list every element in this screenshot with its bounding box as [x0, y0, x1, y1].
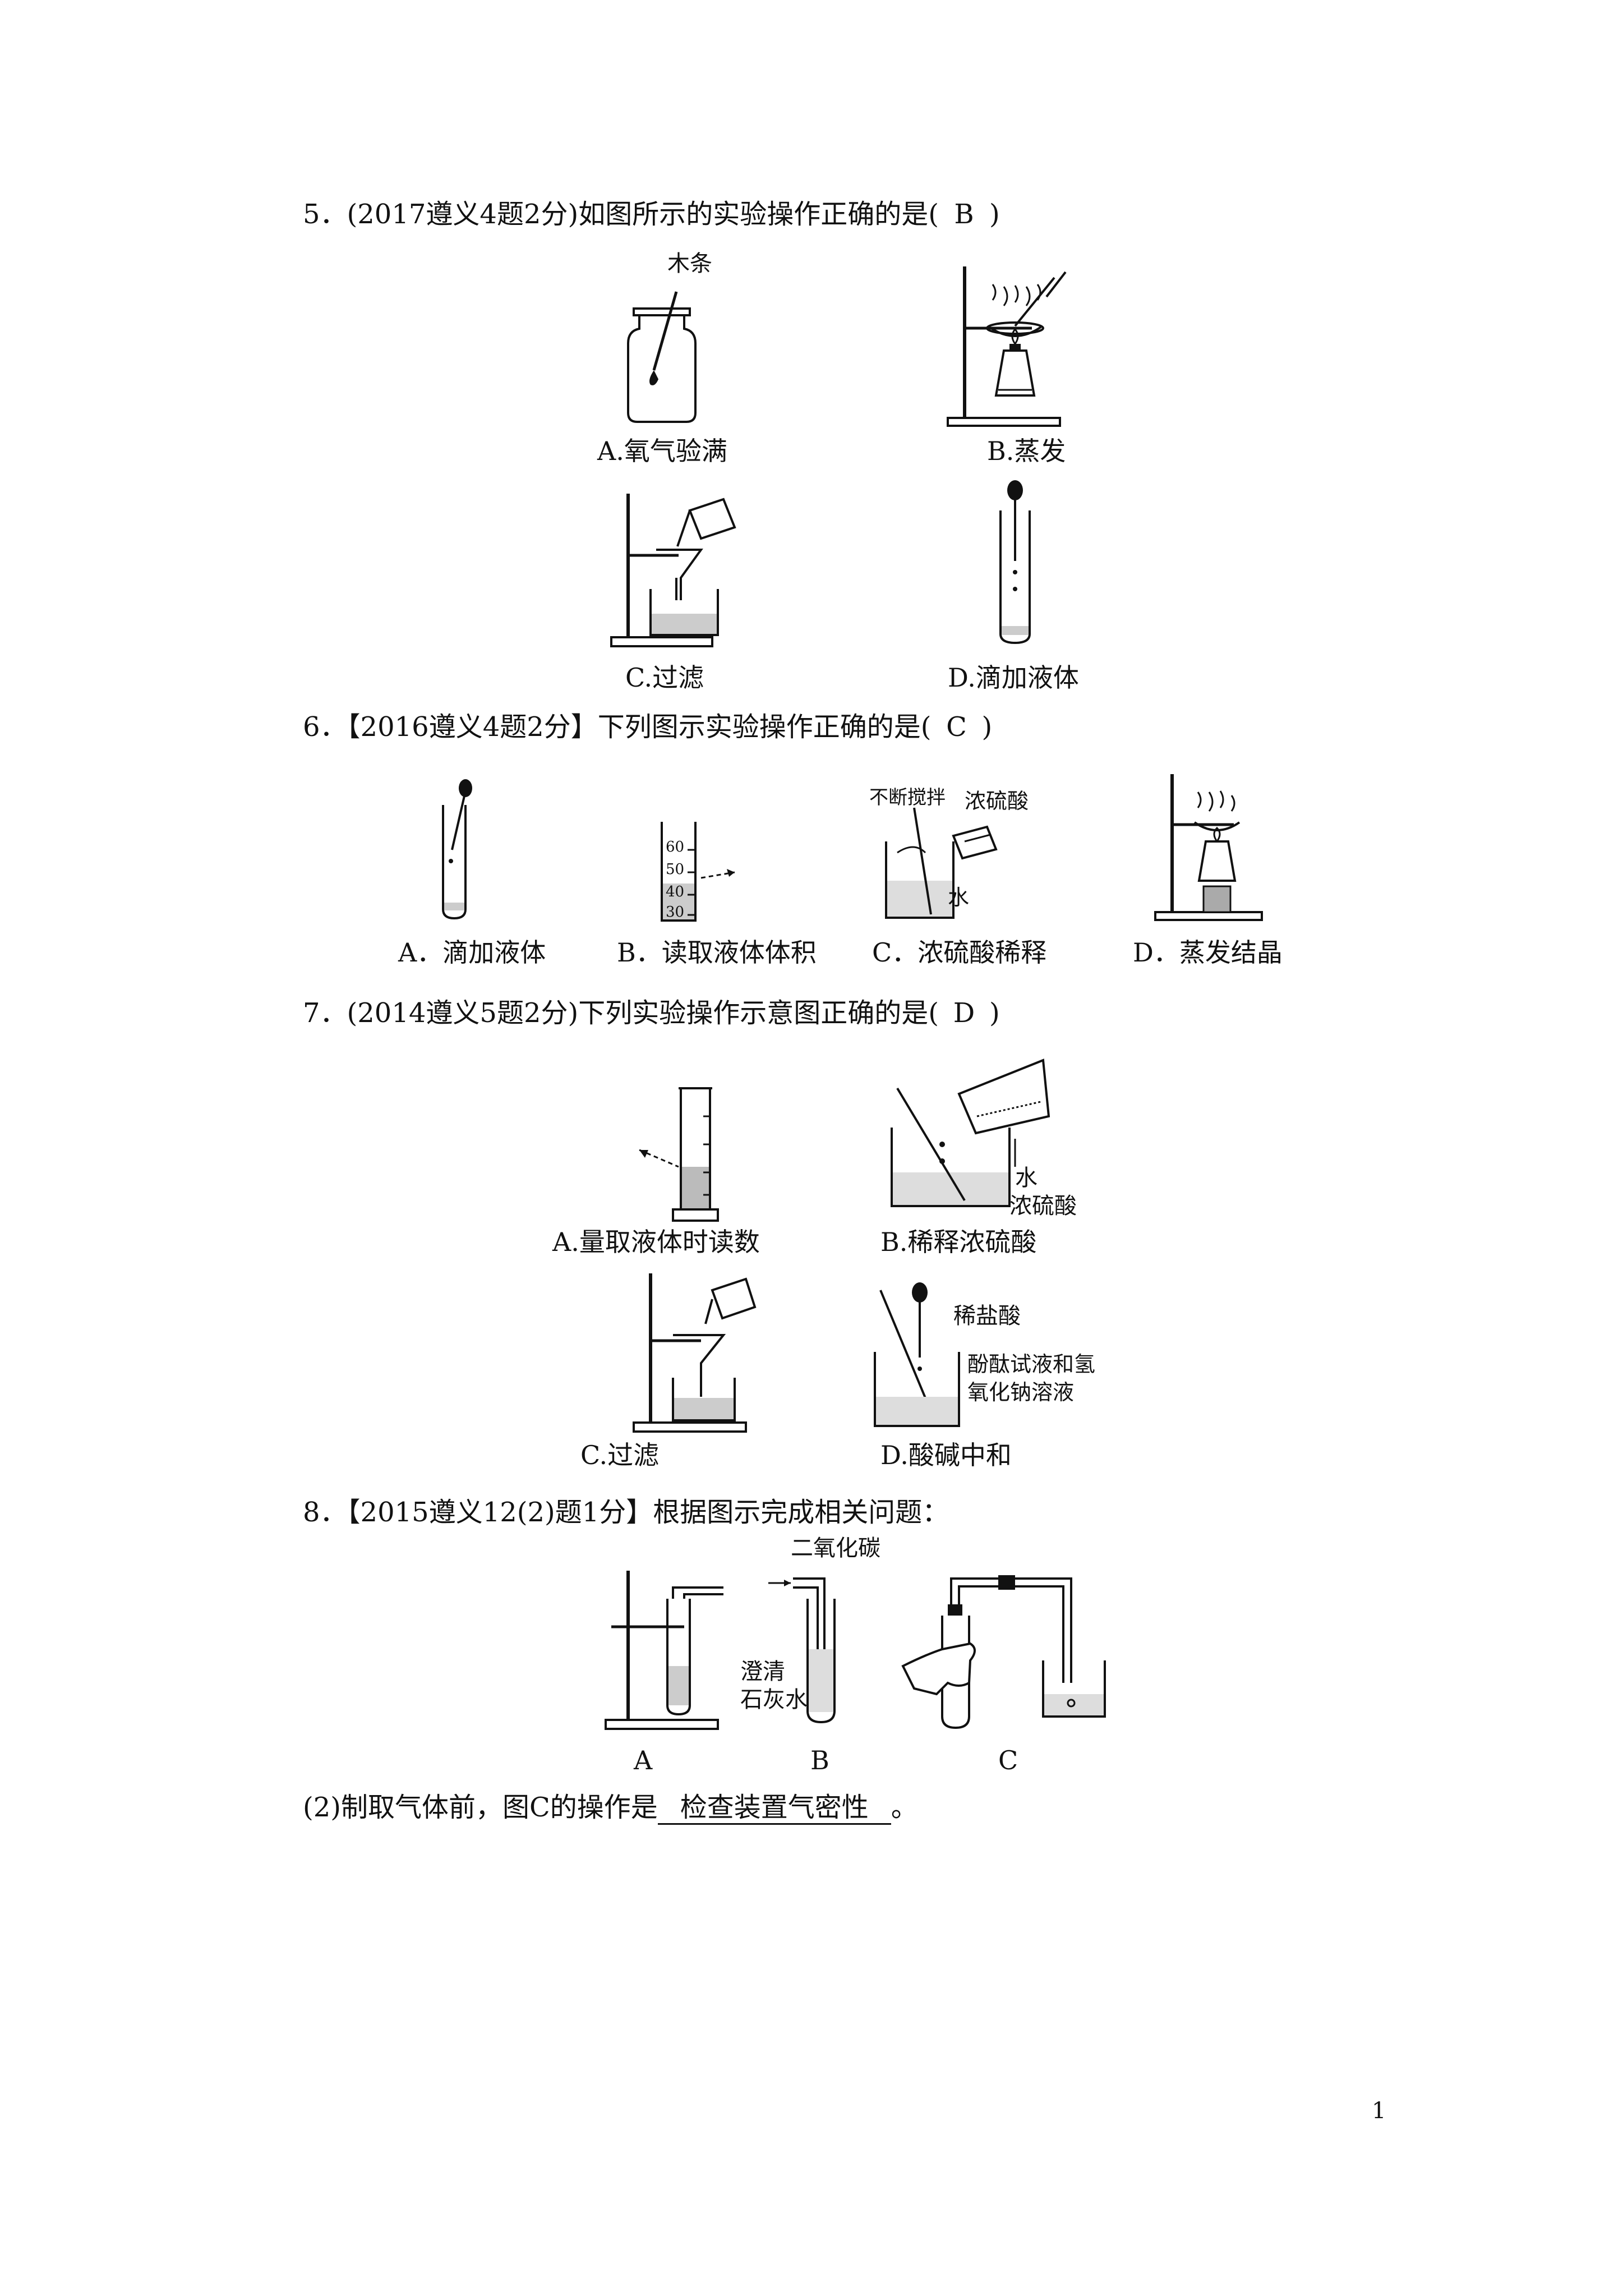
- q5-caption-a: A.氧气验满: [597, 436, 727, 466]
- q7-stem-text: 7．(2014遵义5题2分)下列实验操作示意图正确的是(: [303, 997, 939, 1029]
- q6-scale-60: 60: [666, 839, 685, 855]
- q8-sub-answer-blank: 检查装置气密性: [657, 1792, 891, 1825]
- q8-label-limewater-line2: 石灰水: [740, 1687, 808, 1713]
- q6-figure-b-cylinder: [651, 816, 763, 923]
- q6-label-water: 水: [948, 885, 970, 910]
- q6-caption-d: D．蒸发结晶: [1133, 937, 1283, 968]
- q7-label-water: 水: [1015, 1165, 1038, 1191]
- q6-figure-c-dilution: [880, 802, 1004, 926]
- q5-caption-c: C.过滤: [625, 662, 704, 693]
- q8-label-co2: 二氧化碳: [791, 1535, 880, 1561]
- q8-caption-a: A: [634, 1745, 653, 1775]
- q8-sub-prefix: (2)制取气体前，图C的操作是: [303, 1792, 658, 1823]
- q7-label-hcl: 稀盐酸: [953, 1303, 1021, 1329]
- q8-caption-c: C: [998, 1745, 1018, 1775]
- q5-answer: B: [954, 199, 974, 230]
- q6-scale-30: 30: [666, 904, 685, 921]
- q7-answer: D: [953, 997, 975, 1029]
- q6-figure-d-evaporation: [1150, 769, 1267, 926]
- q8-label-limewater-line1: 澄清: [740, 1659, 785, 1685]
- q7-caption-b: B.稀释浓硫酸: [880, 1227, 1037, 1257]
- q6-caption-c: C．浓硫酸稀释: [872, 937, 1047, 968]
- q6-label-stir: 不断搅拌: [869, 786, 946, 809]
- q7-figure-d-neutralization: [869, 1282, 970, 1436]
- q7-figure-a-cylinder: [634, 1083, 723, 1228]
- q8-figure-a: [600, 1565, 735, 1733]
- q6-stem-text: 6．【2016遵义4题2分】下列图示实验操作正确的是(: [303, 711, 932, 743]
- q5-caption-d: D.滴加液体: [948, 662, 1079, 693]
- q5-close: ): [989, 199, 1000, 230]
- q6-answer: C: [946, 711, 967, 743]
- q7-close: ): [989, 997, 1000, 1029]
- q5-caption-b: B.蒸发: [987, 436, 1066, 466]
- q7-stem: 7．(2014遵义5题2分)下列实验操作示意图正确的是( D): [303, 996, 1000, 1030]
- q7-caption-d: D.酸碱中和: [880, 1440, 1012, 1470]
- q6-caption-a: A．滴加液体: [398, 937, 546, 968]
- q8-figure-b: [768, 1571, 858, 1728]
- q5-label-splint: 木条: [667, 251, 712, 277]
- q6-figure-a-dropper: [432, 779, 472, 923]
- q7-caption-a: A.量取液体时读数: [552, 1227, 760, 1257]
- q5-stem: 5．(2017遵义4题2分)如图所示的实验操作正确的是( B): [303, 197, 1000, 231]
- q7-figure-b-dilution: [880, 1055, 1060, 1217]
- q8-caption-b: B: [810, 1745, 829, 1775]
- q7-label-mix-line1: 酚酞试液和氢: [967, 1352, 1096, 1377]
- q6-label-acid: 浓硫酸: [965, 789, 1029, 813]
- q6-close: ): [981, 711, 993, 743]
- q6-caption-b: B．读取液体体积: [617, 937, 817, 968]
- q5-figure-b-evaporation: [942, 261, 1110, 429]
- q6-scale-40: 40: [666, 884, 685, 900]
- q7-label-mix-line2: 氧化钠溶液: [967, 1380, 1075, 1405]
- q8-figure-c: [903, 1575, 1127, 1739]
- q5-figure-d-dropper: [993, 480, 1038, 645]
- q7-caption-c: C.过滤: [580, 1440, 660, 1470]
- page-number: 1: [1372, 2098, 1386, 2124]
- q7-figure-c-filtration: [628, 1268, 763, 1436]
- q5-figure-a-jar: [623, 280, 701, 426]
- q6-scale-50: 50: [666, 861, 685, 878]
- q7-label-acid: 浓硫酸: [1009, 1193, 1077, 1219]
- q8-sub-question: (2)制取气体前，图C的操作是检查装置气密性。: [303, 1791, 918, 1825]
- q5-figure-c-filtration: [606, 488, 751, 651]
- q8-stem: 8．【2015遵义12(2)题1分】根据图示完成相关问题：: [303, 1497, 949, 1528]
- q6-stem: 6．【2016遵义4题2分】下列图示实验操作正确的是( C): [303, 710, 992, 744]
- q8-sub-suffix: 。: [891, 1792, 918, 1823]
- q5-stem-text: 5．(2017遵义4题2分)如图所示的实验操作正确的是(: [303, 199, 939, 230]
